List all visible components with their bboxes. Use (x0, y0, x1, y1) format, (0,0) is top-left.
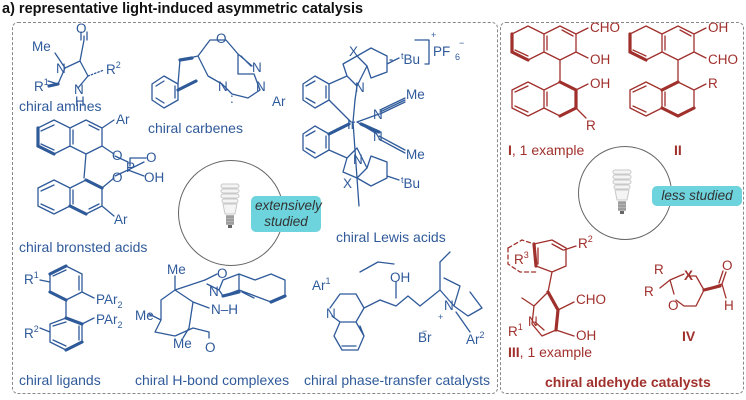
svg-text:N: N (252, 60, 262, 75)
svg-text:N: N (373, 129, 383, 144)
svg-text:OH: OH (144, 170, 164, 185)
svg-text:X: X (684, 268, 693, 283)
svg-text:R1: R1 (34, 77, 49, 94)
svg-text:R1: R1 (508, 322, 523, 339)
svg-text:Me: Me (173, 336, 192, 351)
svg-text:Ar1: Ar1 (312, 276, 331, 293)
label-catalyst-I: I, 1 example (508, 142, 584, 158)
label-catalyst-II: II (674, 142, 682, 158)
svg-text:PF: PF (433, 44, 450, 59)
svg-text:O: O (722, 258, 733, 273)
svg-text:R: R (708, 76, 718, 91)
chiral-h-bond-complex-structure: Me O N Me N–H Me O (135, 262, 295, 362)
light-bulb-icon (611, 168, 635, 220)
svg-text:Me: Me (135, 308, 154, 323)
chiral-ligand-structure: R1 R2 PAr2 PAr2 (18, 262, 128, 362)
svg-text:OH: OH (590, 76, 610, 91)
svg-text::: : (230, 91, 234, 106)
svg-text:R3: R3 (514, 250, 529, 267)
label-chiral-bronsted-acids: chiral bronsted acids (19, 239, 147, 255)
badge-line-1: extensively (255, 198, 317, 214)
chiral-amine-structure: Me O N R2 R1 N H (18, 26, 128, 106)
svg-text:Me: Me (406, 147, 425, 162)
svg-text:O: O (217, 266, 228, 281)
label-chiral-h-bond-complexes: chiral H-bond complexes (135, 372, 289, 388)
svg-text:R1: R1 (24, 270, 39, 287)
atom-o: O (76, 21, 87, 36)
svg-text:N: N (256, 79, 266, 94)
svg-text:O: O (112, 148, 123, 163)
catalyst-I-structure: CHO OH OH R (504, 26, 624, 136)
svg-text:Me: Me (406, 87, 425, 102)
svg-text:Ar: Ar (116, 112, 130, 127)
svg-text:+: + (431, 30, 436, 40)
right-panel-footer: chiral aldehyde catalysts (545, 374, 711, 390)
svg-text:O: O (205, 340, 216, 355)
badge-line-2: studied (255, 214, 317, 230)
svg-text:O: O (216, 31, 227, 46)
label-chiral-phase-transfer-catalysts: chiral phase-transfer catalysts (304, 372, 490, 388)
svg-text:Ar: Ar (272, 94, 286, 109)
chiral-phase-transfer-catalyst-structure: Ar1 N OH N + − Br Ar2 (300, 242, 495, 370)
catalyst-II-structure: OH CHO R (622, 26, 742, 136)
svg-text:N: N (444, 298, 454, 313)
svg-text:R: R (654, 262, 664, 277)
svg-text:OH: OH (390, 270, 410, 285)
svg-text:P: P (126, 160, 135, 175)
atom-me: Me (32, 39, 51, 54)
svg-text:O: O (146, 150, 157, 165)
svg-text:−: − (459, 38, 464, 48)
svg-text:CHO: CHO (590, 20, 620, 35)
svg-text:H: H (724, 298, 734, 313)
svg-text:Ar2: Ar2 (466, 330, 485, 347)
svg-text:Ir: Ir (347, 117, 356, 132)
light-bulb-icon (219, 182, 243, 234)
svg-text:6: 6 (455, 52, 460, 62)
svg-text:N: N (218, 79, 228, 94)
svg-text:N: N (209, 284, 219, 299)
chiral-bronsted-acid-structure: Ar O P O OH O Ar (18, 120, 168, 230)
svg-text:tBu: tBu (401, 175, 420, 191)
label-catalyst-IV: IV (682, 328, 695, 344)
svg-text:Ar: Ar (114, 212, 128, 227)
svg-text:O: O (668, 298, 679, 313)
svg-text:R2: R2 (106, 60, 121, 77)
svg-text:CHO: CHO (576, 292, 606, 307)
chiral-carbene-structure: O N N N Ar : (130, 26, 290, 121)
svg-text:N–H: N–H (211, 302, 238, 317)
svg-text:PAr2: PAr2 (96, 292, 123, 310)
svg-text:OH: OH (590, 52, 610, 67)
svg-text:CHO: CHO (708, 52, 738, 67)
svg-text:N: N (528, 314, 538, 329)
svg-text:OH: OH (708, 20, 728, 35)
svg-text:X: X (343, 176, 352, 191)
svg-text:R: R (644, 284, 654, 299)
atom-n: N (56, 61, 66, 76)
catalyst-III-structure: R3 R2 CHO N R1 OH (504, 240, 634, 340)
extensively-studied-badge: extensively studied (251, 196, 321, 232)
svg-text:+: + (438, 312, 443, 322)
chiral-lewis-acid-structure: X N tBu PF 6 − + Me N Ir N Me N X tBu (295, 26, 495, 226)
label-catalyst-III: III, 1 example (508, 344, 592, 360)
svg-text:PAr2: PAr2 (96, 312, 123, 330)
svg-text:OH: OH (576, 328, 596, 343)
svg-text:N: N (353, 152, 363, 167)
svg-text:N: N (326, 306, 336, 321)
svg-text:X: X (349, 44, 358, 59)
svg-text:R2: R2 (24, 324, 39, 341)
svg-text:tBu: tBu (401, 51, 420, 67)
catalyst-IV-structure: R R X O O H (640, 254, 740, 334)
label-chiral-ligands: chiral ligands (19, 372, 101, 388)
figure-title: a) representative light-induced asymmetr… (2, 1, 363, 17)
svg-text:R: R (586, 118, 596, 133)
svg-text:O: O (112, 170, 123, 185)
svg-text:N: N (373, 107, 383, 122)
svg-text:N: N (355, 80, 365, 95)
label-chiral-amines: chiral amines (19, 98, 101, 114)
less-studied-badge: less studied (652, 186, 742, 206)
svg-text:R2: R2 (578, 234, 593, 251)
svg-text:Br: Br (418, 330, 432, 345)
svg-text:Me: Me (167, 262, 186, 277)
